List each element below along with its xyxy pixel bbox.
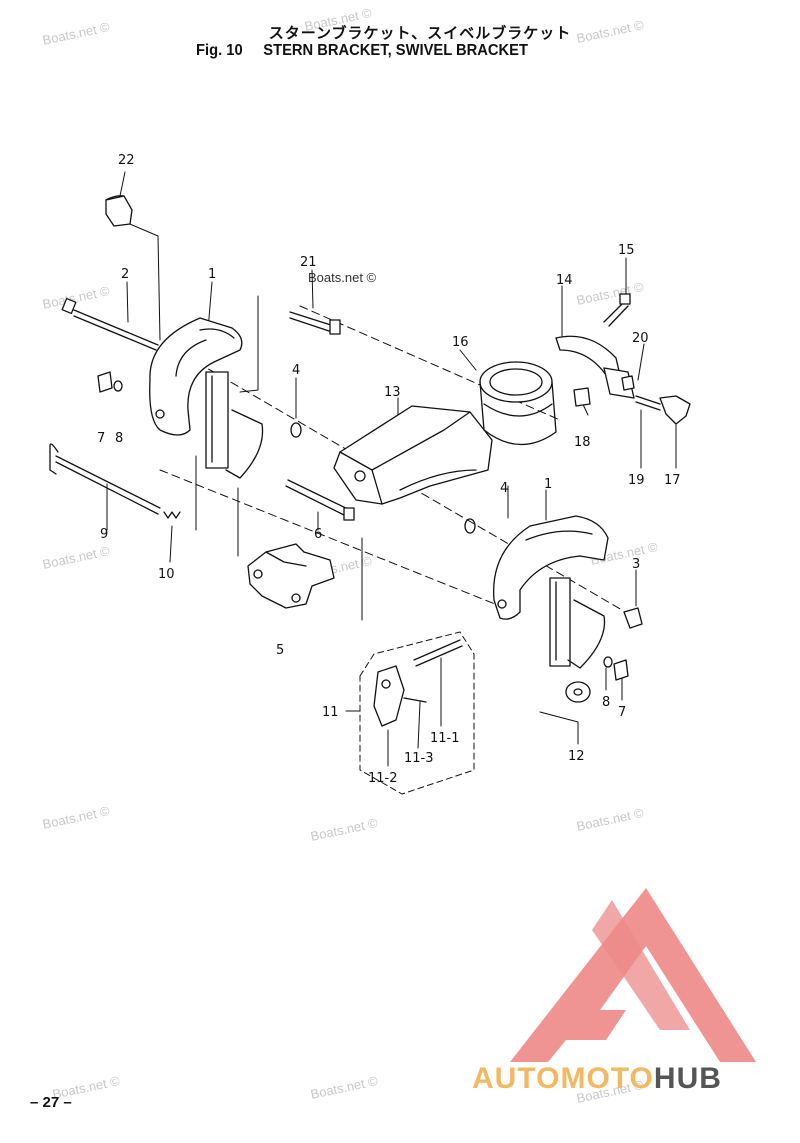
part-13-swivel-bracket (333, 405, 493, 505)
part-11-2-handle (373, 665, 405, 727)
part-17-wing-bolt (659, 395, 691, 425)
figure-title: Fig. 10 STERN BRACKET, SWIVEL BRACKET (196, 42, 528, 60)
callout-1-right: 1 (544, 477, 552, 492)
callout-4-right: 4 (500, 481, 508, 496)
callout-8: 8 (115, 431, 123, 446)
part-6-shaft (285, 479, 355, 521)
figure-number: Fig. 10 (196, 42, 243, 59)
callout-2: 2 (121, 267, 129, 282)
part-3-nut (623, 607, 643, 629)
part-5-tilt-lever (247, 543, 335, 609)
part-11-1-rod (413, 639, 463, 667)
part-1-right-bracket (492, 515, 609, 669)
part-21-bolt (289, 311, 341, 335)
callout-13: 13 (384, 385, 401, 400)
callout-7-right: 7 (618, 705, 626, 720)
callout-19: 19 (628, 473, 645, 488)
part-9-tilt-rod (49, 443, 161, 515)
part-4-washer-right (464, 518, 476, 534)
callout-5: 5 (276, 643, 284, 658)
callout-11-2: 11-2 (368, 771, 398, 786)
part-2-bolt (61, 297, 159, 351)
callout-18: 18 (574, 435, 591, 450)
watermark-inline: Boats.net © (308, 270, 377, 285)
callout-21: 21 (300, 255, 317, 270)
logo-text-part2: HUB (653, 1062, 722, 1095)
part-11-3-pin (403, 697, 427, 703)
part-8-washer-right (603, 656, 613, 668)
part-16-mount (479, 361, 557, 446)
callout-22: 22 (118, 153, 135, 168)
callout-labels: 22 2 1 21 4 7 8 16 13 14 15 20 18 19 17 … (97, 153, 681, 786)
callout-17: 17 (664, 473, 681, 488)
part-15-screw (603, 293, 631, 327)
callout-8-right: 8 (602, 695, 610, 710)
part-10-spring (163, 511, 181, 519)
callout-12: 12 (568, 749, 585, 764)
automotohub-logo-icon (510, 888, 756, 1062)
part-12-pad (565, 681, 591, 703)
part-11-group-outline (359, 631, 475, 795)
page-number: – 27 – (30, 1094, 72, 1111)
callout-3: 3 (632, 557, 640, 572)
part-7-nut-left (97, 371, 113, 393)
callout-15: 15 (618, 243, 635, 258)
part-14-clamp (555, 335, 635, 399)
callout-6: 6 (314, 527, 322, 542)
callout-20: 20 (632, 331, 649, 346)
figure-title-text: STERN BRACKET, SWIVEL BRACKET (263, 42, 528, 59)
part-20-nut (621, 375, 635, 391)
callout-11-1: 11-1 (430, 731, 460, 746)
callout-11: 11 (322, 705, 339, 720)
callout-11-3: 11-3 (404, 751, 434, 766)
part-19-screw (635, 395, 661, 411)
part-7-nut-right (613, 659, 629, 681)
callout-14: 14 (556, 273, 573, 288)
logo-text-part1: AUTOMOTO (472, 1062, 654, 1095)
callout-7: 7 (97, 431, 105, 446)
part-4-washer (290, 422, 302, 438)
callout-4: 4 (292, 363, 300, 378)
callout-16: 16 (452, 335, 469, 350)
callout-10: 10 (158, 567, 175, 582)
callout-9: 9 (100, 527, 108, 542)
part-1-left-bracket (149, 317, 264, 479)
automotohub-logo-text: AUTOMOTOHUB (472, 1062, 722, 1096)
part-8-washer-left (113, 380, 123, 392)
title-japanese: スターンブラケット、スイベルブラケット (268, 24, 572, 42)
part-18-block (573, 387, 591, 407)
part-22-cap (105, 195, 133, 227)
callout-1: 1 (208, 267, 216, 282)
